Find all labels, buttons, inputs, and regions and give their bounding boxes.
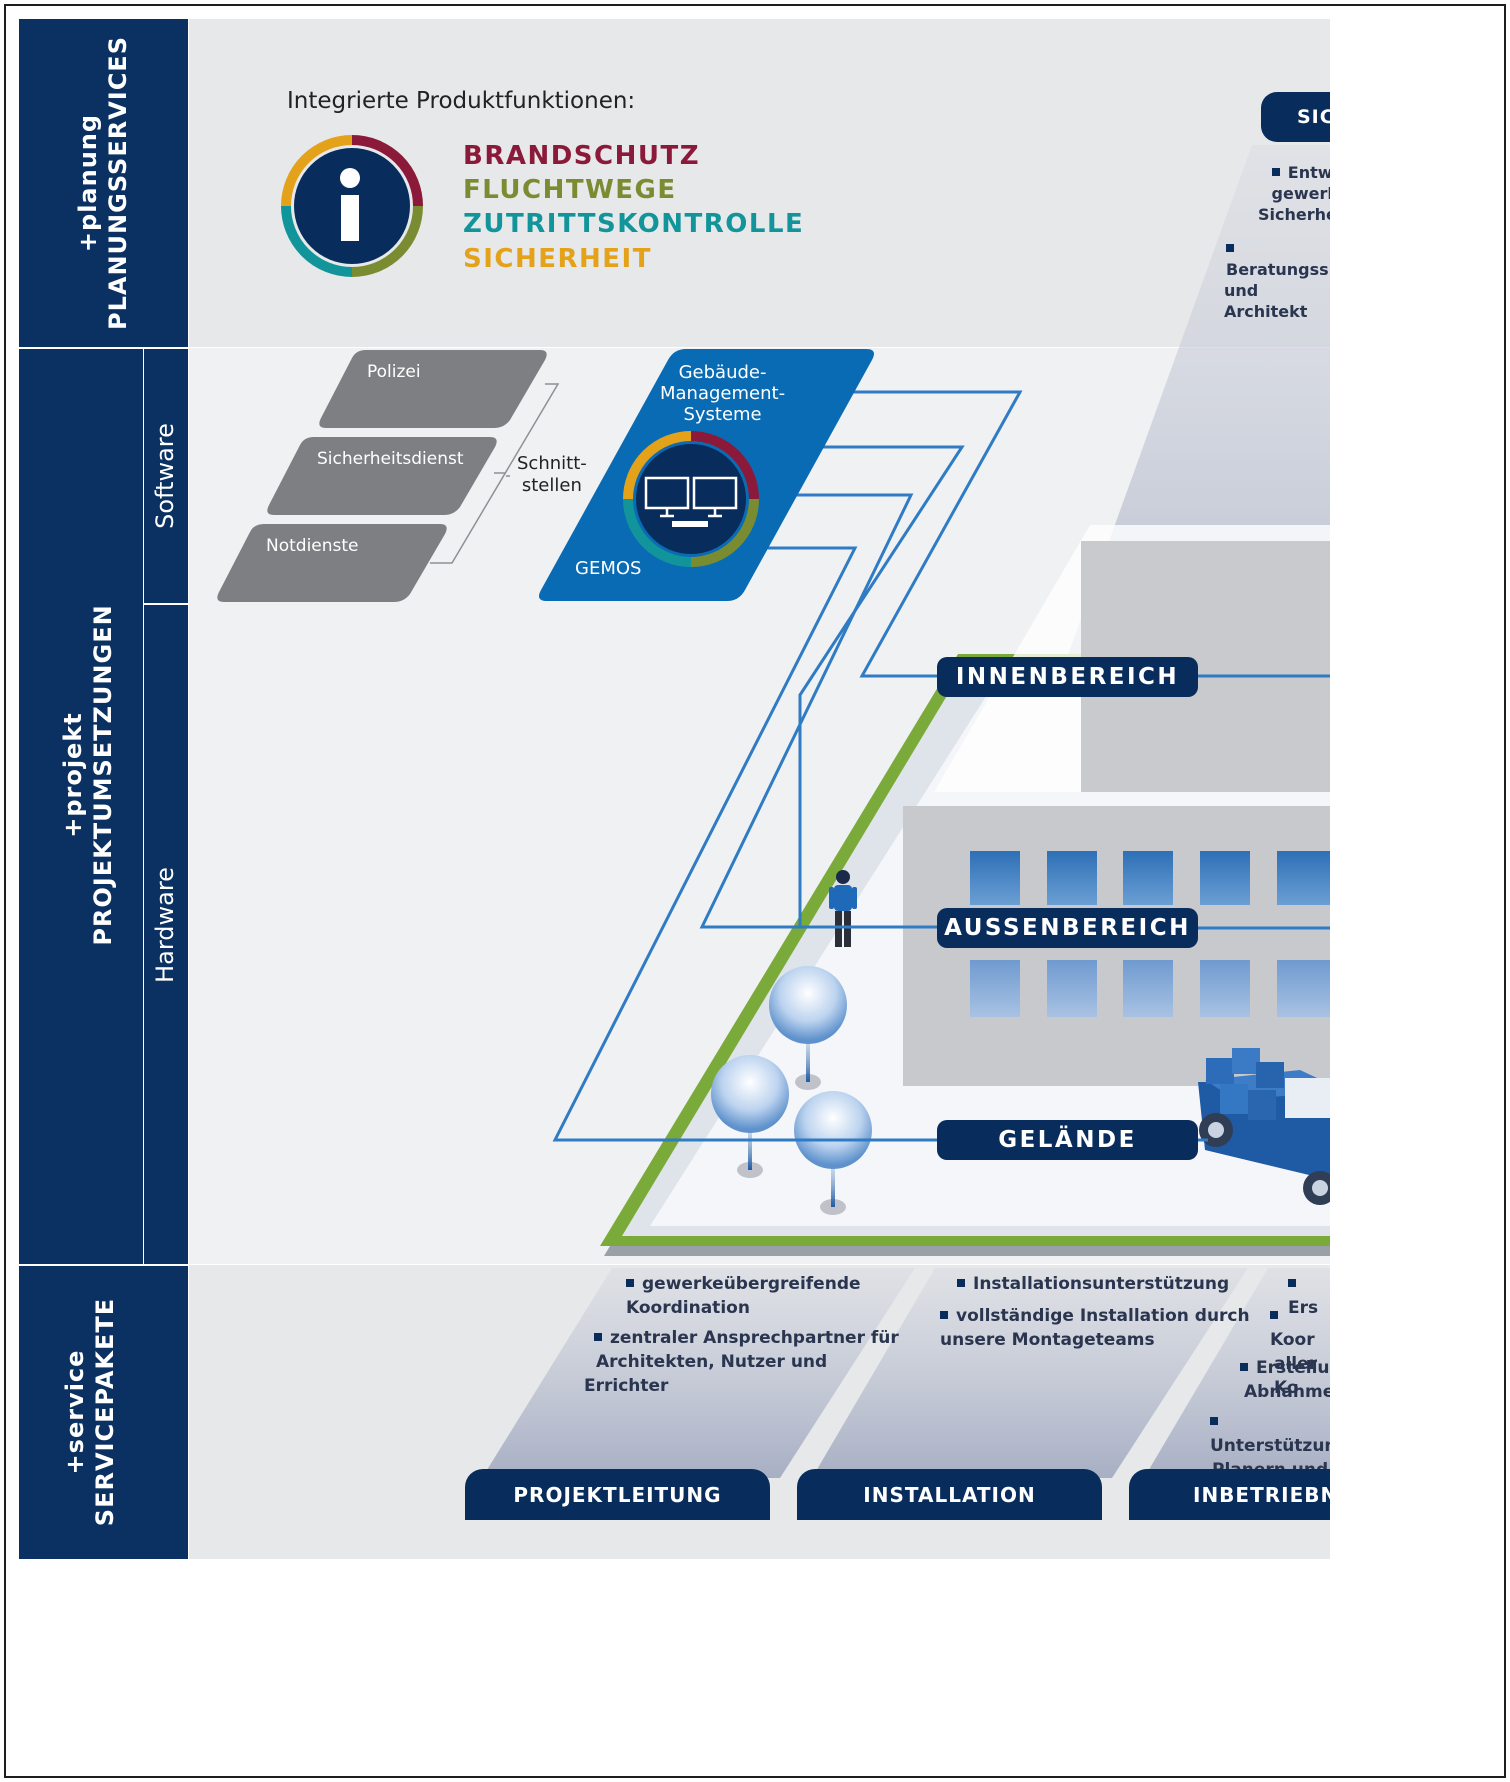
zone-aussenbereich: AUSSENBEREICH xyxy=(937,908,1198,948)
function-fluchtwege: FLUCHTWEGE xyxy=(463,175,677,205)
installation-bullet-2: vollständige Installation durch unsere M… xyxy=(940,1306,1250,1350)
zone-gelaende: GELÄNDE xyxy=(937,1120,1198,1160)
inbetriebnahme-plane xyxy=(1144,1268,1330,1478)
gms-name: GEMOS xyxy=(575,558,642,579)
line-gelaende xyxy=(552,546,940,1142)
line-aussenbereich-inner xyxy=(699,493,914,929)
sicherheitsdienst-label: Sicherheitsdienst xyxy=(317,449,464,469)
windows-lower xyxy=(970,960,1330,1017)
inbetriebnahme-bullet-3: Erstellun Abnahmep xyxy=(1240,1356,1330,1404)
installation-plane xyxy=(812,1268,1248,1478)
sidebar-hardware xyxy=(144,605,188,1264)
sidebar-software xyxy=(144,349,188,603)
tab-sicherheitsplanung: SIC xyxy=(1261,92,1330,142)
top-bullet-2: Beratungss und Architekt xyxy=(1224,238,1330,322)
function-sicherheit: SICHERHEIT xyxy=(463,244,652,274)
gemos-ring xyxy=(623,431,759,567)
inbetriebnahme-bullet-1: Ers xyxy=(1288,1272,1330,1320)
sidebar-planung xyxy=(19,19,188,347)
tree-3 xyxy=(794,1091,872,1215)
functions-heading: Integrierte Produktfunktionen: xyxy=(287,88,636,114)
function-brandschutz: BRANDSCHUTZ xyxy=(463,141,701,171)
polizei-shape xyxy=(319,350,547,428)
polizei-label: Polizei xyxy=(367,362,421,382)
line-aussenbereich xyxy=(738,445,965,929)
visible-area: +planung PLANUNGSSERVICES +projekt PROJE… xyxy=(19,19,1330,1559)
sidebar-projekt xyxy=(19,349,143,1264)
outer-frame xyxy=(4,4,1506,1778)
tab-projektleitung: PROJEKTLEITUNG xyxy=(465,1469,770,1520)
projektleitung-plane xyxy=(482,1268,915,1478)
tab-installation: INSTALLATION xyxy=(797,1469,1102,1520)
installation-bullet-1: Installationsunterstützung xyxy=(957,1272,1229,1296)
interface-label: Schnitt- stellen xyxy=(517,453,587,496)
function-zutrittskontrolle: ZUTRITTSKONTROLLE xyxy=(463,209,805,239)
projektleitung-bullet-1: gewerkeübergreifende Koordination xyxy=(626,1274,861,1318)
inbetriebnahme-bullet-2: Koor aller Ko xyxy=(1270,1304,1330,1400)
monitors-icon xyxy=(644,476,738,518)
tab-inbetriebnahme: INBETRIEBNA xyxy=(1129,1469,1330,1520)
notdienste-label: Notdienste xyxy=(266,536,359,556)
person-figure xyxy=(829,870,857,947)
sidebar-service xyxy=(19,1266,188,1559)
top-bullet-1: Entwi gewerk Sicherhei xyxy=(1258,163,1330,224)
line-innenbereich xyxy=(853,390,1023,678)
gms-title: Gebäude- Management- Systeme xyxy=(660,362,786,425)
info-icon xyxy=(281,135,423,277)
notdienste-shape xyxy=(217,524,447,602)
sicherheitsdienst-shape xyxy=(267,437,497,515)
tree-2 xyxy=(711,1055,789,1178)
zone-innenbereich: INNENBEREICH xyxy=(937,657,1198,697)
truck-figure xyxy=(1198,1048,1330,1205)
diagram-graphics xyxy=(217,135,1330,1478)
windows-upper xyxy=(970,851,1330,905)
connection-lines xyxy=(552,390,1330,1142)
interface-connectors xyxy=(430,383,560,564)
tree-1 xyxy=(769,966,847,1090)
projektleitung-bullet-2: zentraler Ansprechpartner für Architekte… xyxy=(584,1328,899,1396)
